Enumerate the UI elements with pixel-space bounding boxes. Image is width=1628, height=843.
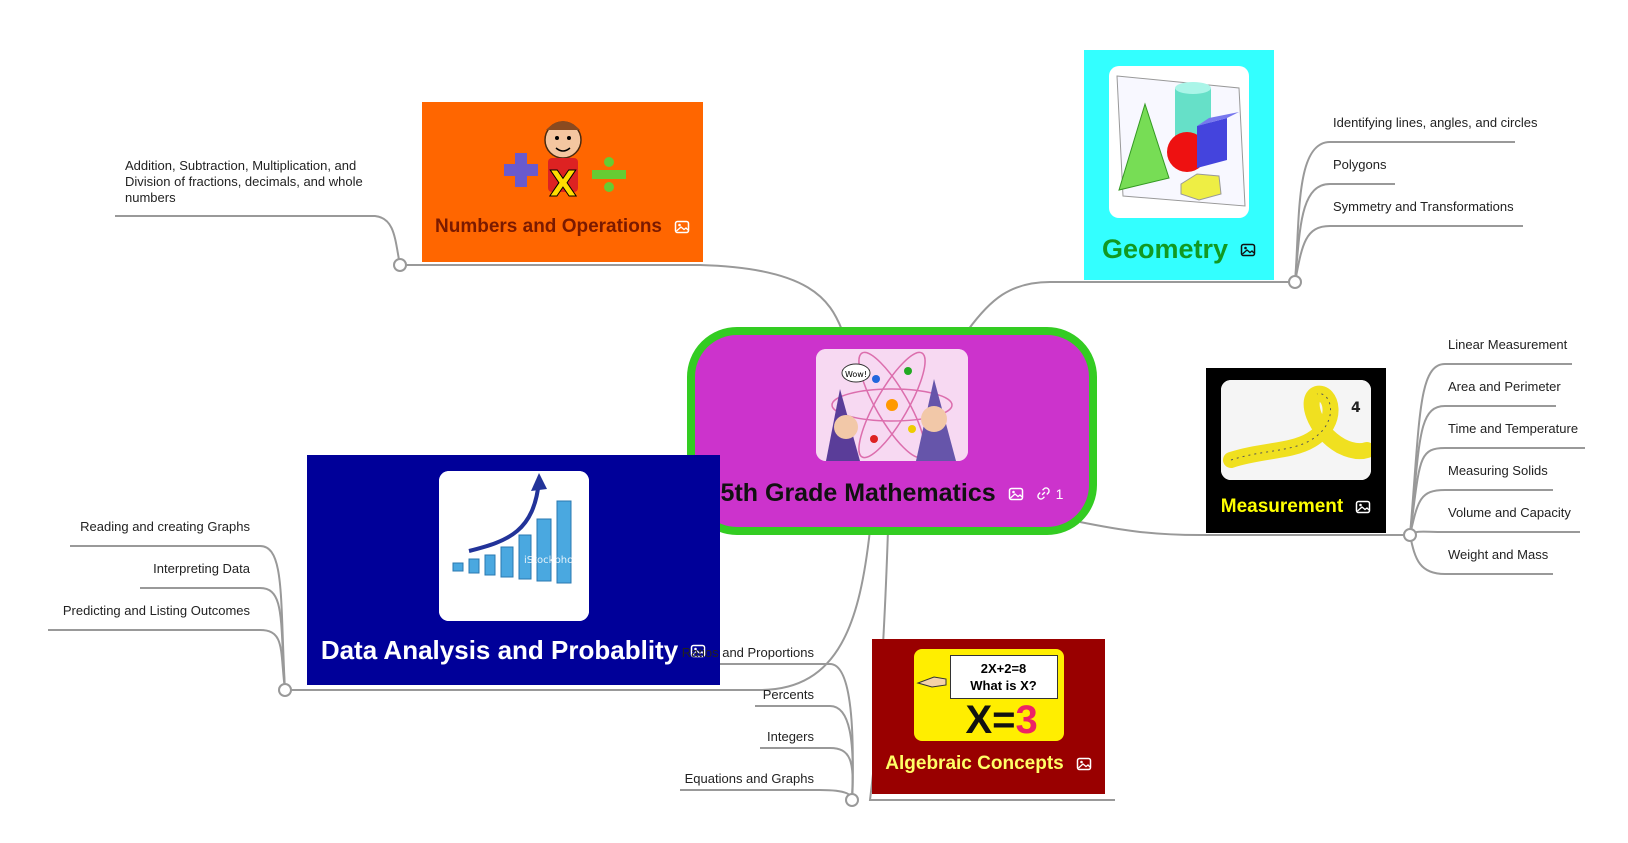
subtopic-item[interactable]: Weight and Mass bbox=[1448, 547, 1549, 562]
topic-data-analysis[interactable]: iStockphoto Data Analysis and Probablity bbox=[307, 455, 720, 685]
answer-x: X= bbox=[965, 698, 1016, 741]
subtopic-item[interactable]: Time and Temperature bbox=[1448, 421, 1579, 436]
branch-measurement-3 bbox=[1409, 447, 1585, 536]
data-image: iStockphoto bbox=[438, 471, 589, 621]
numbers-image: X bbox=[488, 112, 638, 208]
subtopic-item[interactable]: Integers bbox=[767, 729, 814, 744]
wizards-illustration: Wow! bbox=[816, 349, 968, 461]
image-icon[interactable] bbox=[690, 643, 706, 659]
numbers-title: Numbers and Operations bbox=[435, 216, 662, 237]
equation-question: What is X? bbox=[970, 678, 1037, 693]
subtopic-item[interactable]: Ratios and Proportions bbox=[681, 645, 814, 660]
topic-measurement[interactable]: 4 Measurement bbox=[1206, 368, 1386, 533]
branch-geometry-2 bbox=[1294, 183, 1395, 283]
branch-node-data bbox=[278, 683, 292, 697]
image-icon[interactable] bbox=[1240, 242, 1256, 258]
pointing-hand-icon bbox=[915, 676, 946, 688]
branch-node-measurement bbox=[1403, 528, 1417, 542]
watermark-text: iStockphoto bbox=[524, 555, 583, 566]
answer: X=3 bbox=[966, 699, 1038, 741]
topic-geometry[interactable]: Geometry bbox=[1084, 50, 1274, 280]
central-image: Wow! bbox=[816, 349, 968, 461]
branch-algebra-3 bbox=[760, 747, 854, 801]
svg-text:4: 4 bbox=[1351, 400, 1361, 416]
svg-text:X: X bbox=[549, 164, 577, 205]
connector-measurement bbox=[1079, 521, 1410, 536]
subtopic-item[interactable]: Symmetry and Transformations bbox=[1333, 199, 1514, 214]
subtopic-item[interactable]: Identifying lines, angles, and circles bbox=[1333, 115, 1538, 130]
subtopic-item[interactable]: Volume and Capacity bbox=[1448, 505, 1571, 520]
connector-data bbox=[285, 529, 871, 691]
topic-algebraic-concepts[interactable]: 2X+2=8 What is X? X=3 Algebraic Concepts bbox=[872, 639, 1105, 794]
connector-geometry bbox=[967, 281, 1295, 331]
bar-graph-illustration: iStockphoto bbox=[438, 471, 589, 621]
branch-node-geometry bbox=[1288, 275, 1302, 289]
subtopic-item[interactable]: Polygons bbox=[1333, 157, 1387, 172]
branch-node-algebra bbox=[845, 793, 859, 807]
subtopic-item[interactable]: Area and Perimeter bbox=[1448, 379, 1561, 394]
equation-box: 2X+2=8 What is X? bbox=[949, 655, 1058, 699]
data-title: Data Analysis and Probablity bbox=[320, 635, 679, 665]
svg-text:Wow!: Wow! bbox=[845, 370, 867, 379]
image-icon[interactable] bbox=[674, 219, 690, 235]
connector-numbers bbox=[400, 264, 843, 331]
image-icon[interactable] bbox=[1008, 486, 1024, 502]
branch-measurement-6 bbox=[1409, 534, 1553, 575]
subtopic-item[interactable]: Measuring Solids bbox=[1448, 463, 1548, 478]
image-icon[interactable] bbox=[1076, 756, 1092, 772]
branch-measurement-5 bbox=[1409, 530, 1580, 536]
subtopic-item[interactable]: Addition, Subtraction, Multiplication, a… bbox=[125, 158, 363, 205]
subtopic-item[interactable]: Equations and Graphs bbox=[684, 771, 814, 786]
equation-text: 2X+2=8 bbox=[980, 661, 1027, 676]
link-icon bbox=[1036, 487, 1050, 500]
branch-node-numbers bbox=[393, 258, 407, 272]
branch-measurement-4 bbox=[1409, 489, 1553, 536]
branch-algebra-4 bbox=[680, 789, 853, 801]
topic-numbers-and-operations[interactable]: X Numbers and Operations bbox=[422, 102, 703, 262]
tape-measure-illustration: 4 bbox=[1221, 380, 1371, 480]
algebra-title: Algebraic Concepts bbox=[885, 753, 1064, 774]
branch-numbers-1 bbox=[115, 215, 401, 266]
subtopic-item[interactable]: Linear Measurement bbox=[1448, 337, 1568, 352]
image-icon[interactable] bbox=[1355, 499, 1371, 515]
subtopic-item[interactable]: Interpreting Data bbox=[153, 561, 250, 576]
subtopic-item[interactable]: Reading and creating Graphs bbox=[80, 519, 250, 534]
subtopic-item[interactable]: Predicting and Listing Outcomes bbox=[62, 603, 250, 618]
link-badge[interactable]: 1 bbox=[1036, 485, 1064, 502]
branch-data-3 bbox=[48, 629, 286, 691]
geometry-image bbox=[1109, 66, 1249, 218]
measurement-title: Measurement bbox=[1220, 496, 1344, 517]
link-count: 1 bbox=[1055, 485, 1064, 502]
geometry-title: Geometry bbox=[1101, 234, 1229, 264]
subtopic-item[interactable]: Percents bbox=[762, 687, 814, 702]
geometric-solids-illustration bbox=[1116, 75, 1246, 207]
measurement-image: 4 bbox=[1221, 380, 1371, 480]
algebra-image: 2X+2=8 What is X? X=3 bbox=[913, 649, 1064, 741]
branch-geometry-3 bbox=[1294, 225, 1523, 283]
central-topic[interactable]: Wow! 5th Grade Mathematics 1 bbox=[687, 327, 1097, 535]
operations-kid-illustration: X bbox=[503, 121, 626, 206]
answer-value: 3 bbox=[1015, 698, 1038, 741]
central-title: 5th Grade Mathematics bbox=[720, 479, 996, 507]
